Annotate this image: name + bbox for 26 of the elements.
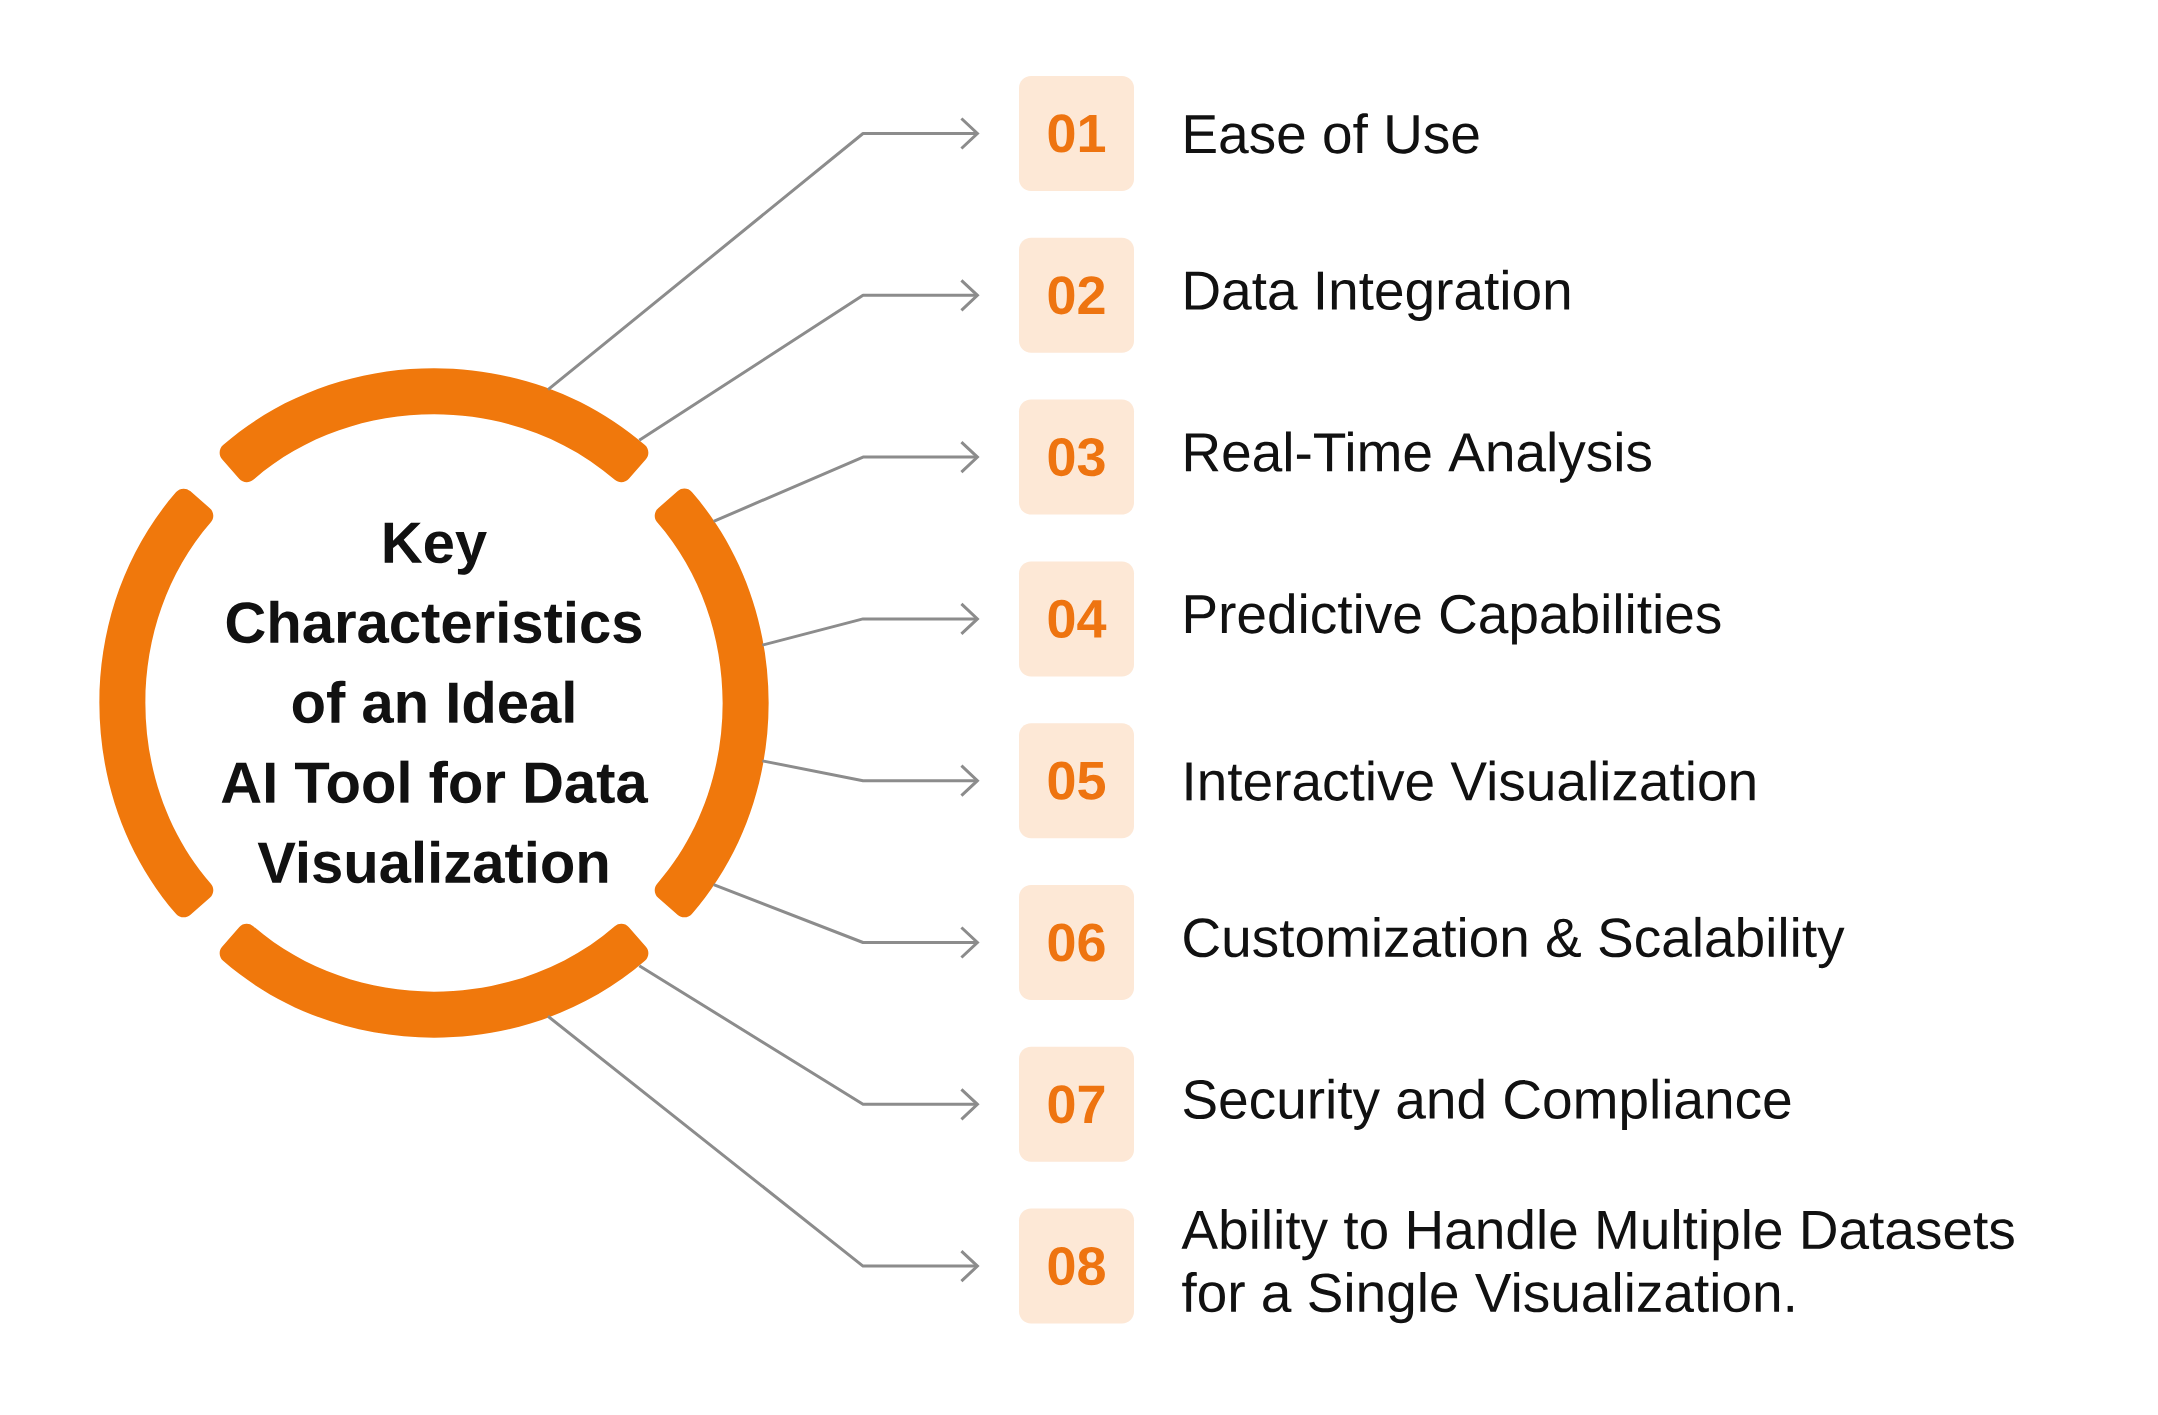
number-badge: 06 xyxy=(1019,885,1134,1000)
connector-arrow xyxy=(713,441,980,523)
item-label: Ease of Use xyxy=(1185,113,1479,154)
segmented-ring: Key Characteristics of an Ideal AI Tool for Data Visualization xyxy=(99,368,769,1038)
item-label: Interactive Visualization xyxy=(1186,760,1755,801)
connector-arrow xyxy=(638,964,980,1121)
node-label: Key Characteristics of an Ideal AI Tool for Data Visualization xyxy=(221,522,649,884)
number-badge: 02 xyxy=(1019,237,1134,353)
item-label: Data Integration xyxy=(1185,269,1570,321)
number-badge: 03 xyxy=(1019,399,1134,515)
number-badge: 01 xyxy=(1019,76,1134,191)
connector-arrow xyxy=(547,1015,980,1283)
connector-arrow xyxy=(761,602,980,647)
item-label: Security and Compliance xyxy=(1183,1078,1791,1130)
connector-arrow xyxy=(762,759,980,797)
connector-arrow xyxy=(713,883,980,959)
item-label: Ability to Handle Multiple Datasets for a Single Visualization. xyxy=(1181,1209,2014,1324)
number-badge: 05 xyxy=(1019,723,1134,839)
item-label: Real-Time Analysis xyxy=(1185,431,1651,483)
item-label: Customization & Scalability xyxy=(1184,916,1845,969)
connector-arrow xyxy=(547,117,980,391)
number-badge: 08 xyxy=(1019,1208,1134,1324)
item-label: Predictive Capabilities xyxy=(1185,593,1721,645)
connector-arrow xyxy=(638,279,980,442)
number-badge: 04 xyxy=(1019,561,1134,677)
number-badge: 07 xyxy=(1019,1046,1134,1162)
